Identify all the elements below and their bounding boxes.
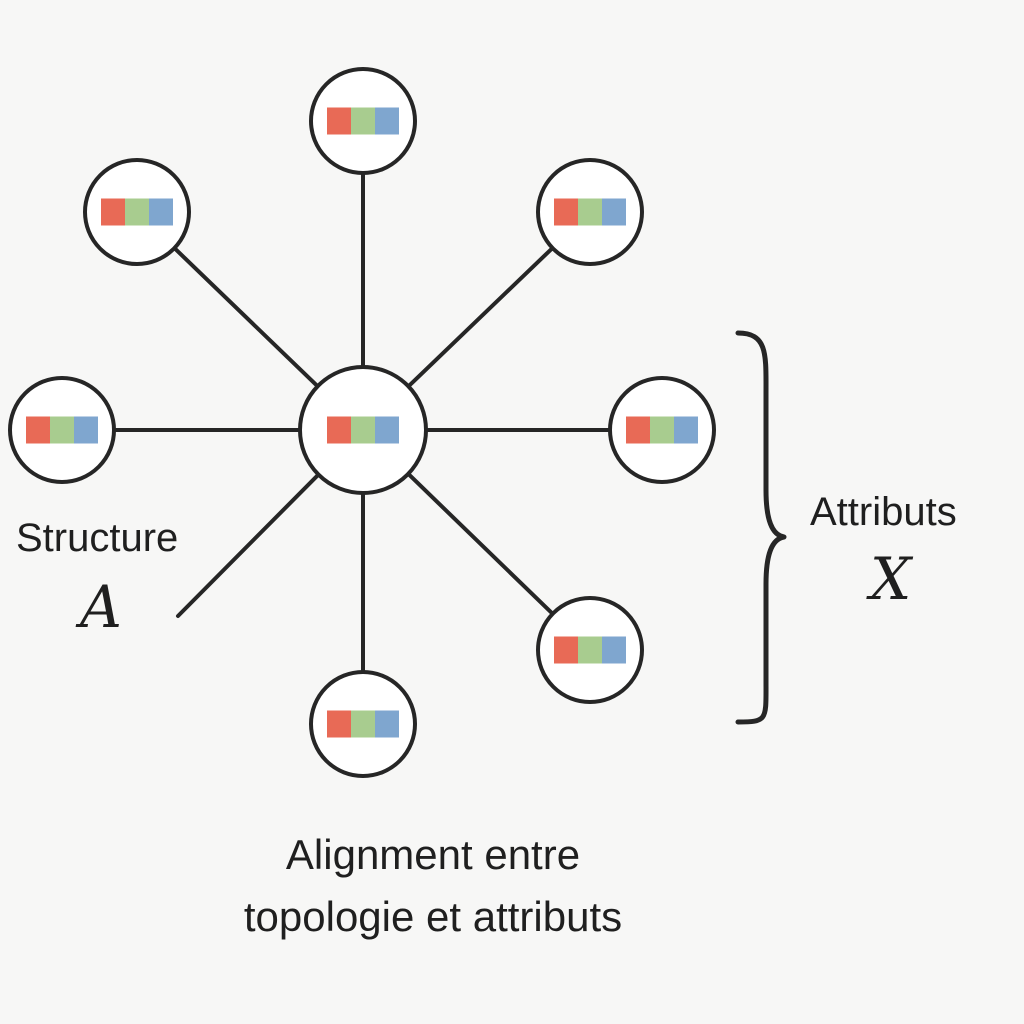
edge	[172, 246, 320, 389]
edge	[406, 246, 555, 389]
leaf-node-3	[608, 376, 716, 484]
leaf-node-5	[309, 670, 417, 778]
leaf-node-6	[8, 376, 116, 484]
attribute-vector-icon	[26, 416, 98, 444]
attribute-cell	[74, 416, 98, 444]
caption-line-1: Alignment entre	[285, 831, 581, 878]
attribute-vector-icon	[327, 107, 399, 135]
attribute-cell	[26, 416, 50, 444]
attribute-cell	[375, 416, 399, 444]
attribute-cell	[125, 198, 149, 226]
center-node	[298, 365, 428, 495]
attribute-cell	[578, 636, 602, 664]
attribute-cell	[375, 107, 399, 135]
leaf-node-2	[536, 158, 644, 266]
leaf-node-4	[536, 596, 644, 704]
leaf-node-7	[83, 158, 191, 266]
attribute-cell	[626, 416, 650, 444]
attribute-cell	[554, 636, 578, 664]
attributes-symbol: X	[870, 545, 912, 613]
attribute-vector-icon	[101, 198, 173, 226]
attribute-cell	[554, 198, 578, 226]
attribute-vector-icon	[554, 636, 626, 664]
leaf-node-1	[309, 67, 417, 175]
attribute-cell	[327, 710, 351, 738]
edges	[112, 171, 612, 674]
attribute-cell	[650, 416, 674, 444]
attribute-vector-icon	[626, 416, 698, 444]
structure-symbol: A	[80, 573, 122, 641]
attribute-cell	[351, 710, 375, 738]
attribute-cell	[578, 198, 602, 226]
attribute-vector-icon	[327, 416, 399, 444]
attribute-cell	[375, 710, 399, 738]
attribute-cell	[327, 107, 351, 135]
nodes	[8, 67, 716, 778]
attribute-cell	[50, 416, 74, 444]
right-brace-icon	[735, 330, 787, 725]
edge	[406, 471, 555, 616]
attribute-cell	[351, 107, 375, 135]
attribute-cell	[351, 416, 375, 444]
attributes-label: Attributs	[810, 490, 957, 534]
attribute-cell	[602, 198, 626, 226]
attribute-vector-icon	[554, 198, 626, 226]
attribute-cell	[602, 636, 626, 664]
structure-label: Structure	[16, 516, 179, 560]
attribute-cell	[149, 198, 173, 226]
dangling-edge	[176, 470, 323, 618]
attribute-cell	[674, 416, 698, 444]
attribute-cell	[327, 416, 351, 444]
attribute-cell	[101, 198, 125, 226]
attribute-vector-icon	[327, 710, 399, 738]
caption-line-2: topologie et attributs	[243, 893, 623, 940]
